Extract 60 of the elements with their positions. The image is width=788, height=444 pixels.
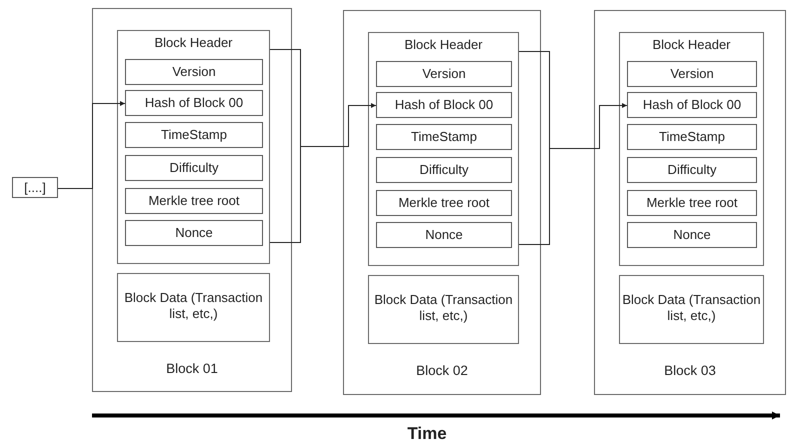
field-label: TimeStamp [659,129,725,145]
field-label: Nonce [175,225,213,241]
block-frame [594,10,786,395]
header-box [117,30,270,264]
field-box [125,122,263,148]
block-frame [343,10,541,395]
field-box [376,124,512,150]
field-box [376,61,512,87]
field-label: Nonce [673,227,711,243]
field-label: Block Data (Transaction list, etc,) [373,292,514,324]
connector-arrow [58,101,126,189]
field-label: Difficulty [420,162,468,178]
data-box [619,275,764,344]
field-label: Difficulty [668,162,716,178]
field-box [125,188,263,214]
header-box [368,32,519,266]
field-label: Merkle tree root [398,195,490,211]
block-label: Block 02 [416,363,468,379]
field-label: TimeStamp [411,129,477,145]
field-label: Hash of Block 00 [144,95,244,111]
field-label: Version [422,66,466,82]
axis-label: Time [407,424,447,444]
field-label: Merkle tree root [646,195,738,211]
field-box [627,61,757,87]
field-box [376,92,512,118]
block-label: Block 03 [664,363,716,379]
connector-arrow [518,51,628,245]
block-label: Block 01 [166,361,218,377]
field-label: Block Data (Transaction list, etc,) [123,290,264,322]
field-box [376,157,512,183]
field-label: [....] [24,180,46,196]
connector-arrow [270,49,376,243]
header-title: Block Header [154,35,233,51]
field-box [376,190,512,216]
header-title: Block Header [404,37,483,53]
field-box [627,92,757,118]
field-label: Nonce [425,227,463,243]
field-label: Version [172,64,216,80]
field-box [627,124,757,150]
data-box [117,273,270,342]
field-label: Difficulty [170,160,218,176]
field-label: Block Data (Transaction list, etc,) [621,292,762,324]
ellipsis-box [12,177,58,198]
block-frame [92,8,292,392]
field-box [376,222,512,248]
field-box [627,190,757,216]
field-box [125,59,263,85]
header-title: Block Header [652,37,731,53]
field-label: Hash of Block 00 [642,97,742,113]
header-box [619,32,764,266]
field-box [125,90,263,116]
data-box [368,275,519,344]
field-label: Hash of Block 00 [394,97,494,113]
field-box [627,157,757,183]
field-label: TimeStamp [161,127,227,143]
field-label: Merkle tree root [148,193,240,209]
field-label: Version [670,66,714,82]
field-box [125,220,263,246]
field-box [125,155,263,181]
field-box [627,222,757,248]
